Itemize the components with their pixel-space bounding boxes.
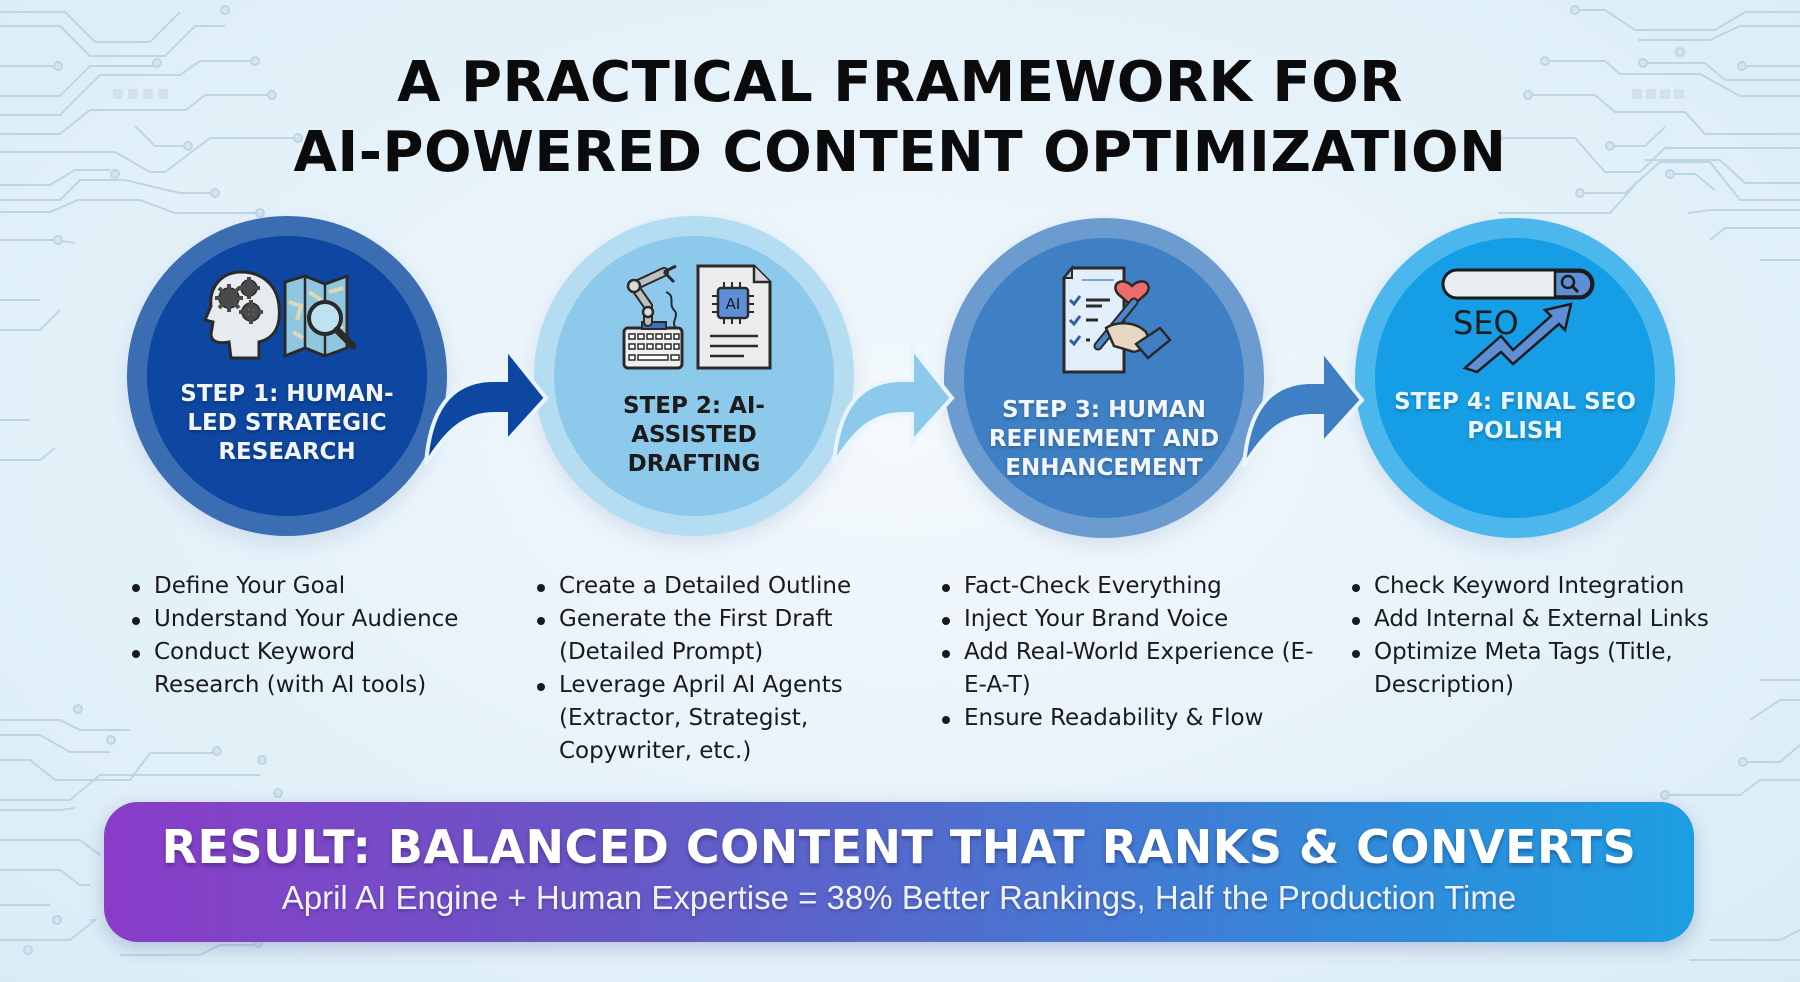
step-2-label: STEP 2: AI-ASSISTED DRAFTING xyxy=(623,393,765,477)
bullet-item: Check Keyword Integration xyxy=(1350,570,1730,603)
bullet-item: Define Your Goal xyxy=(130,570,460,603)
flow-arrow-3-to-4 xyxy=(1242,344,1365,468)
step-2-inner-disc xyxy=(554,236,834,516)
step-1-bullets: Define Your Goal Understand Your Audienc… xyxy=(130,570,460,702)
bullet-item: Ensure Readability & Flow xyxy=(940,702,1320,735)
seo-search-bar-trend-arrow-icon: SEO xyxy=(1441,268,1595,374)
step-4-bullets: Check Keyword Integration Add Internal &… xyxy=(1350,570,1730,702)
page-title: A PRACTICAL FRAMEWORK FOR AI-POWERED CON… xyxy=(0,48,1800,188)
bullet-item: Leverage April AI Agents (Extractor, Str… xyxy=(535,669,875,768)
checklist-pen-heart-icon xyxy=(1061,265,1172,374)
bullet-item: Add Internal & External Links xyxy=(1350,603,1730,636)
bullet-item: Optimize Meta Tags (Title, Description) xyxy=(1350,636,1730,702)
head-gears-map-magnifier-icon xyxy=(202,270,357,360)
bullet-item: Add Real-World Experience (E-E-A-T) xyxy=(940,636,1320,702)
bullet-item: Fact-Check Everything xyxy=(940,570,1320,603)
flow-arrow-1-to-2 xyxy=(424,342,549,466)
bullet-item: Create a Detailed Outline xyxy=(535,570,875,603)
bullet-item: Understand Your Audience xyxy=(130,603,460,636)
step-3-bullets: Fact-Check Everything Inject Your Brand … xyxy=(940,570,1320,735)
bullet-item: Conduct Keyword Research (with AI tools) xyxy=(130,636,460,702)
result-banner: RESULT: BALANCED CONTENT THAT RANKS & CO… xyxy=(104,802,1694,942)
step-3-label: STEP 3: HUMAN REFINEMENT AND ENHANCEMENT xyxy=(988,397,1220,481)
bullet-item: Inject Your Brand Voice xyxy=(940,603,1320,636)
title-line-1: A PRACTICAL FRAMEWORK FOR xyxy=(397,50,1403,115)
step-3-circle: STEP 3: HUMAN REFINEMENT AND ENHANCEMENT xyxy=(944,218,1264,538)
step-1-circle: STEP 1: HUMAN-LED STRATEGIC RESEARCH xyxy=(127,216,447,536)
title-line-2: AI-POWERED CONTENT OPTIMIZATION xyxy=(293,120,1507,185)
seo-text: SEO xyxy=(1453,304,1519,342)
step-2-circle: AI STEP 2: AI-ASSISTED DRAFTING xyxy=(534,216,854,536)
flow-arrow-2-to-3 xyxy=(832,342,955,466)
step-4-label: STEP 4: FINAL SEO POLISH xyxy=(1394,389,1636,444)
result-title: RESULT: BALANCED CONTENT THAT RANKS & CO… xyxy=(161,820,1637,874)
result-subtitle: April AI Engine + Human Expertise = 38% … xyxy=(281,879,1517,916)
ai-chip-text: AI xyxy=(726,295,741,313)
robot-arm-keyboard-ai-document-icon: AI xyxy=(622,264,772,370)
step-2-bullets: Create a Detailed Outline Generate the F… xyxy=(535,570,875,768)
bullet-item: Generate the First Draft (Detailed Promp… xyxy=(535,603,875,669)
step-4-circle: SEO STEP 4: FINAL SEO POLISH xyxy=(1355,218,1675,538)
step-1-label: STEP 1: HUMAN-LED STRATEGIC RESEARCH xyxy=(180,381,394,465)
